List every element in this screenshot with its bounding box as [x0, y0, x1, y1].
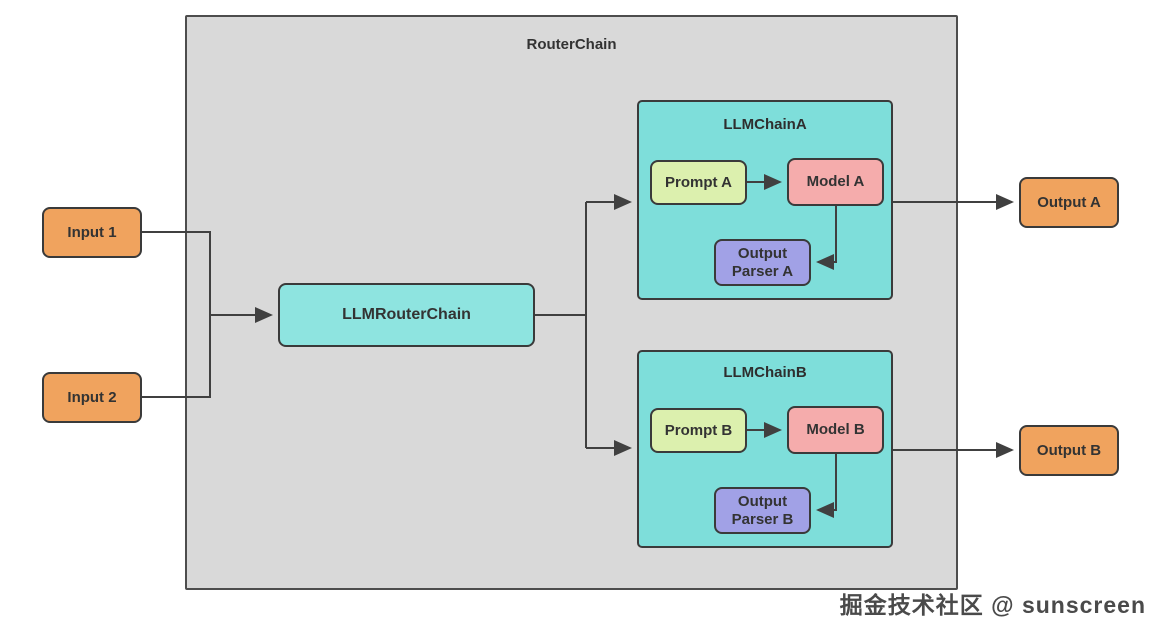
node-output-parser-a: Output Parser A	[714, 239, 811, 286]
node-output-b: Output B	[1019, 425, 1119, 476]
node-input-2: Input 2	[42, 372, 142, 423]
node-llmrouterchain: LLMRouterChain	[278, 283, 535, 347]
node-model-a: Model A	[787, 158, 884, 206]
node-output-parser-b: Output Parser B	[714, 487, 811, 534]
watermark: 掘金技术社区 @ sunscreen	[839, 592, 1146, 618]
chainB-title: LLMChainB	[723, 364, 807, 381]
node-prompt-a: Prompt A	[650, 160, 747, 205]
routerchain-title: RouterChain	[526, 36, 617, 53]
node-output-a: Output A	[1019, 177, 1119, 228]
node-model-b: Model B	[787, 406, 884, 454]
node-prompt-b: Prompt B	[650, 408, 747, 453]
node-input-1: Input 1	[42, 207, 142, 258]
chainA-title: LLMChainA	[723, 116, 807, 133]
